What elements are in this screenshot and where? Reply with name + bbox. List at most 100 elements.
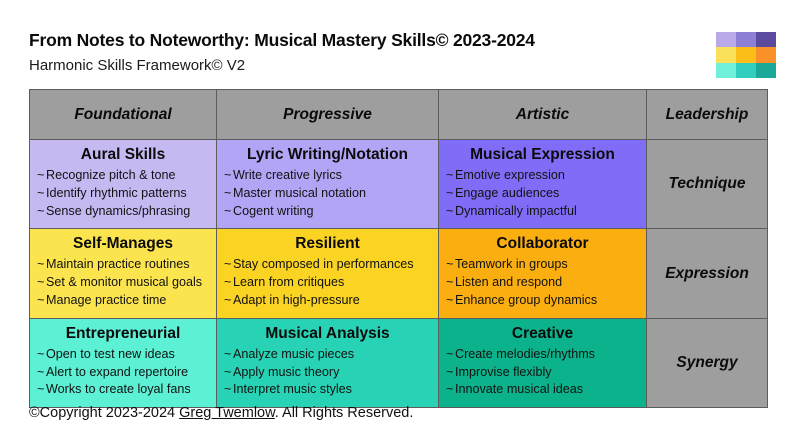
list-item: ~Analyze music pieces bbox=[224, 346, 431, 364]
page-subtitle: Harmonic Skills Framework© V2 bbox=[29, 56, 246, 74]
bullet-text: Adapt in high-pressure bbox=[233, 293, 360, 307]
column-header-foundational: Foundational bbox=[29, 89, 217, 140]
list-item: ~Teamwork in groups bbox=[446, 256, 639, 274]
list-item: ~Innovate musical ideas bbox=[446, 381, 639, 399]
list-item: ~Create melodies/rhythms bbox=[446, 346, 639, 364]
bullet-text: Master musical notation bbox=[233, 185, 366, 200]
logo-cell-9 bbox=[756, 62, 776, 78]
skill-title: Creative bbox=[511, 324, 574, 342]
skill-cell: Resilient~Stay composed in performances~… bbox=[216, 228, 439, 319]
leadership-cell: Technique bbox=[646, 138, 768, 230]
logo-cell-2 bbox=[736, 32, 756, 48]
skill-title: Entrepreneurial bbox=[65, 324, 181, 342]
column-header-label: Progressive bbox=[283, 105, 372, 123]
skill-cell: Lyric Writing/Notation ~Write creative ly… bbox=[216, 138, 439, 230]
bullet-text: Listen and respond bbox=[455, 275, 563, 290]
bullet-glyph-icon: ~ bbox=[37, 257, 45, 272]
logo-cell-5 bbox=[736, 47, 756, 63]
bullet-text: Works to create loyal fans bbox=[46, 382, 191, 397]
author-link[interactable]: Greg Twemlow bbox=[179, 405, 275, 421]
skill-title: Collaborator bbox=[496, 235, 589, 253]
bullet-text: Stay composed in performances bbox=[233, 257, 414, 272]
bullet-glyph-icon: ~ bbox=[37, 275, 45, 290]
skill-cell-content: Self-Manages~Maintain practice routines~… bbox=[30, 229, 216, 317]
bullet-glyph-icon: ~ bbox=[224, 167, 232, 182]
skill-bullet-list: ~Emotive expression~Engage audiences~Dyn… bbox=[446, 167, 639, 221]
logo-cell-3 bbox=[756, 32, 776, 48]
skill-bullet-list: ~Recognize pitch & tone~Identify rhythmi… bbox=[37, 167, 209, 221]
skill-cell: Aural Skills~Recognize pitch & tone~Iden… bbox=[29, 138, 217, 230]
skill-cell: Collaborator~Teamwork in groups~Listen a… bbox=[438, 228, 647, 319]
copyright-prefix: ©Copyright 2023-2024 bbox=[29, 405, 180, 421]
skill-cell: Self-Manages~Maintain practice routines~… bbox=[29, 228, 217, 319]
page-title: From Notes to Noteworthy: Musical Master… bbox=[29, 30, 535, 50]
logo-cell-8 bbox=[736, 62, 756, 78]
skill-title: Musical Analysis bbox=[265, 324, 390, 342]
skill-cell-content: Resilient~Stay composed in performances~… bbox=[217, 229, 438, 317]
list-item: ~Stay composed in performances bbox=[224, 256, 431, 274]
list-item: ~Manage practice time bbox=[37, 292, 209, 310]
list-item: ~Enhance group dynamics bbox=[446, 292, 639, 310]
bullet-glyph-icon: ~ bbox=[37, 203, 45, 218]
bullet-text: Sense dynamics/phrasing bbox=[46, 203, 191, 218]
list-item: ~Learn from critiques bbox=[224, 274, 431, 292]
column-header-label: Artistic bbox=[515, 105, 570, 123]
skill-cell-content: Lyric Writing/Notation ~Write creative ly… bbox=[217, 140, 438, 228]
list-item: ~Dynamically impactful bbox=[446, 203, 639, 221]
list-item: ~Master musical notation bbox=[224, 185, 431, 203]
list-item: ~Alert to expand repertoire bbox=[37, 364, 209, 382]
leadership-label: Technique bbox=[668, 175, 746, 193]
bullet-text: Alert to expand repertoire bbox=[46, 364, 189, 379]
leadership-label: Expression bbox=[665, 264, 749, 282]
skill-bullet-list: ~Teamwork in groups~Listen and respond~E… bbox=[446, 256, 639, 310]
column-header-label: Foundational bbox=[74, 105, 172, 123]
copyright-footer: ©Copyright 2023-2024 Greg Twemlow. All R… bbox=[29, 405, 413, 421]
bullet-text: Engage audiences bbox=[455, 185, 560, 200]
bullet-text: Maintain practice routines bbox=[46, 257, 190, 272]
bullet-glyph-icon: ~ bbox=[446, 257, 454, 272]
copyright-suffix: . All Rights Reserved. bbox=[274, 405, 414, 421]
list-item: ~Identify rhythmic patterns bbox=[37, 185, 209, 203]
bullet-glyph-icon: ~ bbox=[446, 346, 454, 361]
table-row: Aural Skills~Recognize pitch & tone~Iden… bbox=[29, 138, 768, 230]
page-header: From Notes to Noteworthy: Musical Master… bbox=[29, 30, 689, 75]
bullet-glyph-icon: ~ bbox=[224, 185, 232, 200]
bullet-glyph-icon: ~ bbox=[224, 293, 232, 307]
skill-cell: Musical Expression~Emotive expression~En… bbox=[438, 138, 647, 230]
bullet-text: Interpret music styles bbox=[233, 382, 352, 397]
list-item: ~Emotive expression bbox=[446, 167, 639, 185]
bullet-text: Set & monitor musical goals bbox=[46, 275, 203, 290]
leadership-label: Synergy bbox=[676, 354, 738, 372]
logo-cell-7 bbox=[716, 62, 736, 78]
bullet-glyph-icon: ~ bbox=[446, 167, 454, 182]
skill-title: Lyric Writing/Notation bbox=[246, 146, 409, 163]
bullet-glyph-icon: ~ bbox=[446, 203, 454, 218]
skill-title: Self-Manages bbox=[73, 235, 173, 253]
bullet-glyph-icon: ~ bbox=[446, 293, 454, 307]
list-item: ~Works to create loyal fans bbox=[37, 381, 209, 399]
bullet-text: Dynamically impactful bbox=[455, 203, 577, 218]
leadership-cell: Expression bbox=[646, 228, 768, 319]
bullet-glyph-icon: ~ bbox=[224, 257, 232, 272]
bullet-glyph-icon: ~ bbox=[224, 275, 232, 290]
column-header-artistic: Artistic bbox=[438, 89, 647, 140]
logo-cell-1 bbox=[716, 32, 736, 48]
list-item: ~Sense dynamics/phrasing bbox=[37, 203, 209, 221]
bullet-glyph-icon: ~ bbox=[37, 167, 45, 182]
list-item: ~Listen and respond bbox=[446, 274, 639, 292]
bullet-text: Enhance group dynamics bbox=[455, 293, 598, 307]
bullet-glyph-icon: ~ bbox=[37, 293, 45, 307]
list-item: ~Maintain practice routines bbox=[37, 256, 209, 274]
skill-title: Musical Expression bbox=[470, 146, 615, 163]
bullet-text: Apply music theory bbox=[233, 364, 340, 379]
skill-cell-content: Musical Expression~Emotive expression~En… bbox=[439, 140, 646, 228]
bullet-text: Cogent writing bbox=[233, 203, 314, 218]
bullet-text: Analyze music pieces bbox=[233, 346, 355, 361]
leadership-cell: Synergy bbox=[646, 317, 768, 409]
bullet-text: Write creative lyrics bbox=[233, 167, 342, 182]
list-item: ~Engage audiences bbox=[446, 185, 639, 203]
skill-bullet-list: ~Analyze music pieces~Apply music theory… bbox=[224, 346, 431, 400]
skill-cell-content: Aural Skills~Recognize pitch & tone~Iden… bbox=[30, 140, 216, 228]
skill-title: Resilient bbox=[295, 235, 360, 253]
